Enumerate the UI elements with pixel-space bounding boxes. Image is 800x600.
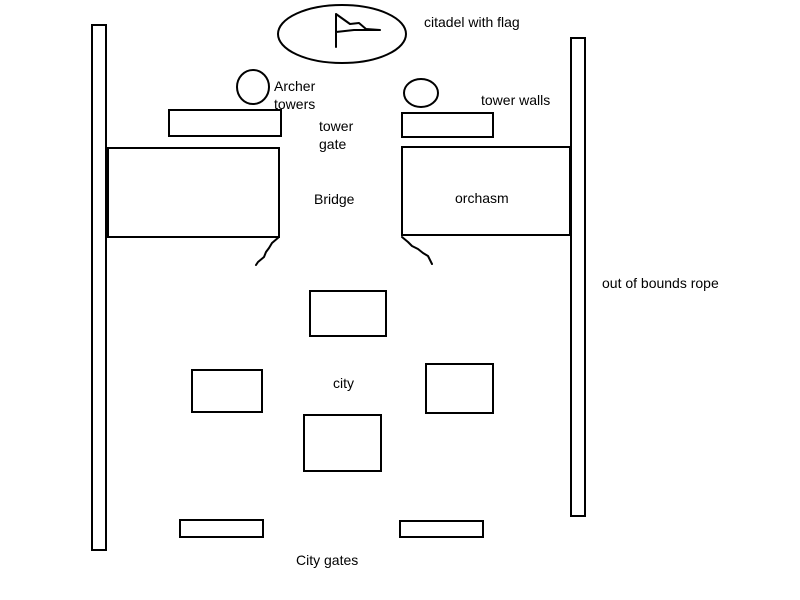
tower-wall-left	[168, 109, 282, 137]
chasm-right	[401, 146, 571, 236]
city-building-left	[191, 369, 263, 413]
city-gates-label: City gates	[296, 552, 358, 568]
archer-towers-label-line1: Archer	[274, 78, 316, 94]
rope-left	[91, 24, 107, 551]
out-of-bounds-label: out of bounds rope	[602, 275, 719, 291]
city-gate-right	[399, 520, 484, 538]
city-building-bottom	[303, 414, 382, 472]
archer-tower-right	[403, 78, 439, 108]
chasm-left	[107, 147, 280, 238]
citadel-ellipse	[277, 4, 407, 64]
rope-right	[570, 37, 586, 517]
tower-wall-right	[401, 112, 494, 138]
citadel-label: citadel with flag	[424, 14, 520, 30]
orchasm-label: orchasm	[455, 190, 509, 206]
bridge-edge-left	[255, 236, 280, 266]
tower-gate-label-line2: gate	[319, 136, 346, 152]
flag-icon	[335, 13, 381, 48]
city-gate-left	[179, 519, 264, 538]
archer-tower-left	[236, 69, 270, 105]
city-building-right	[425, 363, 494, 414]
tower-gate-label-line1: tower	[319, 118, 354, 134]
bridge-label: Bridge	[314, 191, 355, 207]
archer-towers-label-line2: towers	[274, 96, 315, 112]
city-label: city	[333, 375, 354, 391]
tower-walls-label: tower walls	[481, 92, 550, 108]
city-building-top	[309, 290, 387, 337]
bridge-edge-right	[401, 236, 433, 265]
